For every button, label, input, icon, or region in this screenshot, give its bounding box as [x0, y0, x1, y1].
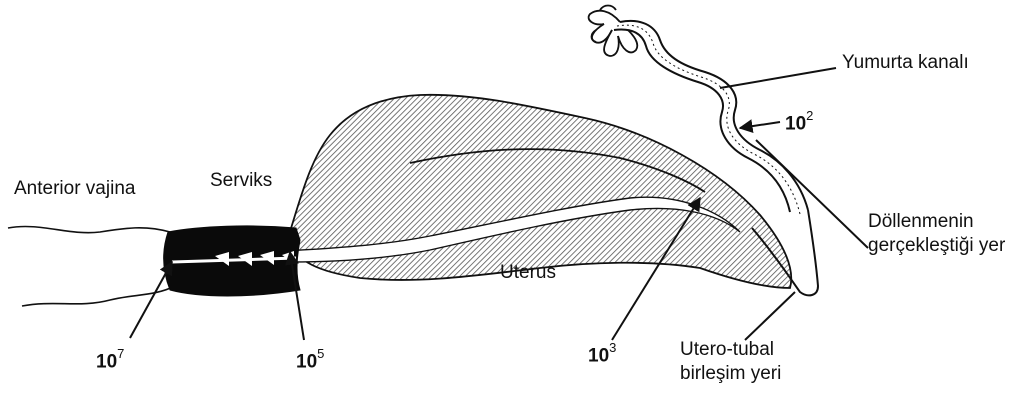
- label-dollenme-line2: gerçekleştiği yer: [868, 234, 1005, 258]
- leader-utero-tubal: [745, 292, 795, 340]
- arrow-10-2: [740, 122, 780, 128]
- arrow-10-7: [130, 262, 172, 338]
- label-serviks: Serviks: [210, 170, 272, 193]
- label-dollenme-yeri: Döllenmenin gerçekleştiği yer: [868, 210, 1005, 258]
- vagina-lower-wall: [22, 286, 175, 306]
- count-base: 10: [296, 351, 317, 372]
- count-exponent: 7: [117, 346, 124, 361]
- label-utero-tubal: Utero-tubal birleşim yeri: [680, 338, 781, 386]
- vagina-upper-wall: [8, 226, 170, 232]
- count-base: 10: [785, 113, 806, 134]
- count-base: 10: [588, 345, 609, 366]
- count-10-3: 103: [588, 342, 616, 367]
- count-exponent: 5: [317, 346, 324, 361]
- count-exponent: 2: [806, 108, 813, 123]
- label-utero-tubal-line1: Utero-tubal: [680, 338, 781, 362]
- count-10-2: 102: [785, 110, 813, 135]
- count-10-5: 105: [296, 348, 324, 373]
- label-anterior-vajina: Anterior vajina: [14, 178, 135, 201]
- leader-yumurta-kanali: [720, 68, 836, 88]
- label-uterus: Uterus: [500, 262, 556, 285]
- count-exponent: 3: [609, 340, 616, 355]
- label-dollenme-line1: Döllenmenin: [868, 210, 1005, 234]
- count-10-7: 107: [96, 348, 124, 373]
- label-utero-tubal-line2: birleşim yeri: [680, 362, 781, 386]
- count-base: 10: [96, 351, 117, 372]
- label-yumurta-kanali: Yumurta kanalı: [842, 52, 969, 75]
